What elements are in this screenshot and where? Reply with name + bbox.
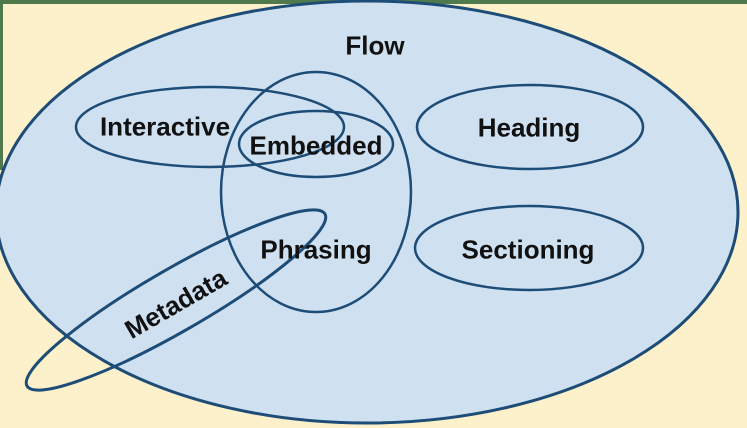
heading-label: Heading <box>477 112 581 143</box>
metadata-ellipse <box>24 208 328 392</box>
phrasing-label: Phrasing <box>260 234 372 265</box>
embedded-ellipse <box>237 109 395 179</box>
left-border-strip <box>0 0 3 170</box>
interactive-label: Interactive <box>99 111 231 142</box>
flow-label: Flow <box>345 30 405 61</box>
embedded-label: Embedded <box>249 130 383 161</box>
interactive-ellipse <box>74 85 346 169</box>
sectioning-ellipse <box>413 204 645 292</box>
heading-ellipse <box>415 83 645 171</box>
phrasing-ellipse <box>219 70 413 314</box>
sectioning-label: Sectioning <box>461 234 595 265</box>
